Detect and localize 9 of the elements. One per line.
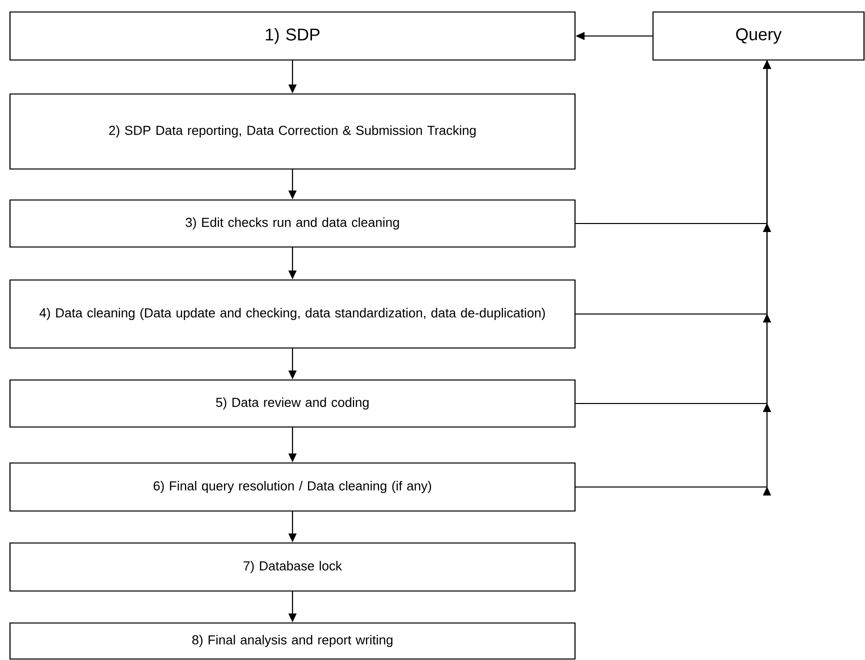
process-box: 7) Database lock	[9, 542, 576, 592]
process-box: 4) Data cleaning (Data update and checking, data standardization, data de-duplication)	[9, 279, 576, 349]
process-box: 8) Final analysis and report writing	[9, 622, 576, 660]
process-box: 2) SDP Data reporting, Data Correction & Submission Tracking	[9, 93, 576, 170]
process-box: 3) Edit checks run and data cleaning	[9, 199, 576, 248]
process-box: Query	[652, 11, 865, 61]
process-box: 5) Data review and coding	[9, 379, 576, 428]
process-box: 1) SDP	[9, 11, 576, 61]
process-box: 6) Final query resolution / Data cleaning (if any)	[9, 462, 576, 512]
